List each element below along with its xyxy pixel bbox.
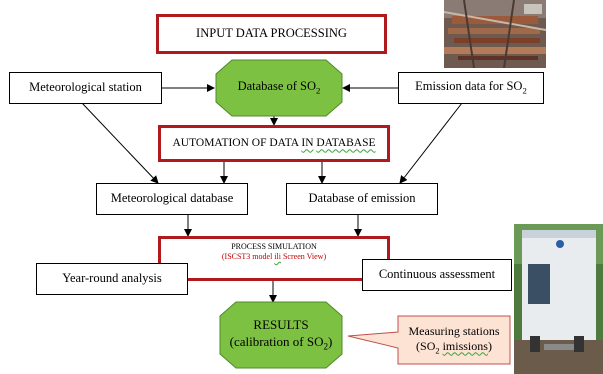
measuring-stations-line2: (SO2 imissions) [416,338,492,355]
input-data-processing-box: INPUT DATA PROCESSING [156,14,387,54]
meteorological-database-box: Meteorological database [96,183,248,215]
emission-data-label: Emission data for SO2 [415,79,527,96]
continuous-assessment-box: Continuous assessment [362,259,512,291]
process-simulation-title: PROCESS SIMULATION [231,242,317,251]
results-subtitle: (calibration of SO2) [229,333,333,352]
results-title: RESULTS [253,317,309,333]
continuous-assessment-label: Continuous assessment [378,267,496,282]
emission-data-box: Emission data for SO2 [398,72,544,104]
process-simulation-box: PROCESS SIMULATION (ISCST3 model ili Scr… [158,236,390,281]
measuring-stations-callout: Measuring stations (SO2 imissions) [398,316,510,364]
measuring-stations-line1: Measuring stations [408,323,500,338]
year-round-analysis-box: Year-round analysis [36,263,188,295]
measuring-callout-shape [347,315,511,365]
input-data-processing-label: INPUT DATA PROCESSING [196,26,347,41]
database-emission-box: Database of emission [286,183,438,215]
arrow-met-station-to-met-db [81,102,159,184]
year-round-analysis-label: Year-round analysis [62,271,162,286]
arrow-emission-to-db-emission [399,102,463,184]
automation-box: AUTOMATION OF DATA IN DATABASE [158,125,390,162]
measuring-station-icon [514,224,603,374]
meteorological-station-box: Meteorological station [9,72,162,104]
database-so2-label: Database of SO2 [237,79,321,96]
automation-label: AUTOMATION OF DATA IN DATABASE [172,137,376,150]
database-so2-node: Database of SO2 [216,60,342,116]
measuring-station-photo [514,224,603,374]
meteorological-station-label: Meteorological station [29,80,142,95]
db-so2-shape [215,59,343,117]
results-node: RESULTS (calibration of SO2) [220,302,342,368]
database-emission-label: Database of emission [308,191,416,206]
top-photo [444,0,546,68]
process-simulation-subtitle: (ISCST3 model ili Screen View) [221,252,327,261]
meteorological-database-label: Meteorological database [110,191,234,206]
industrial-plant-icon [444,0,546,68]
results-shape [219,301,343,369]
